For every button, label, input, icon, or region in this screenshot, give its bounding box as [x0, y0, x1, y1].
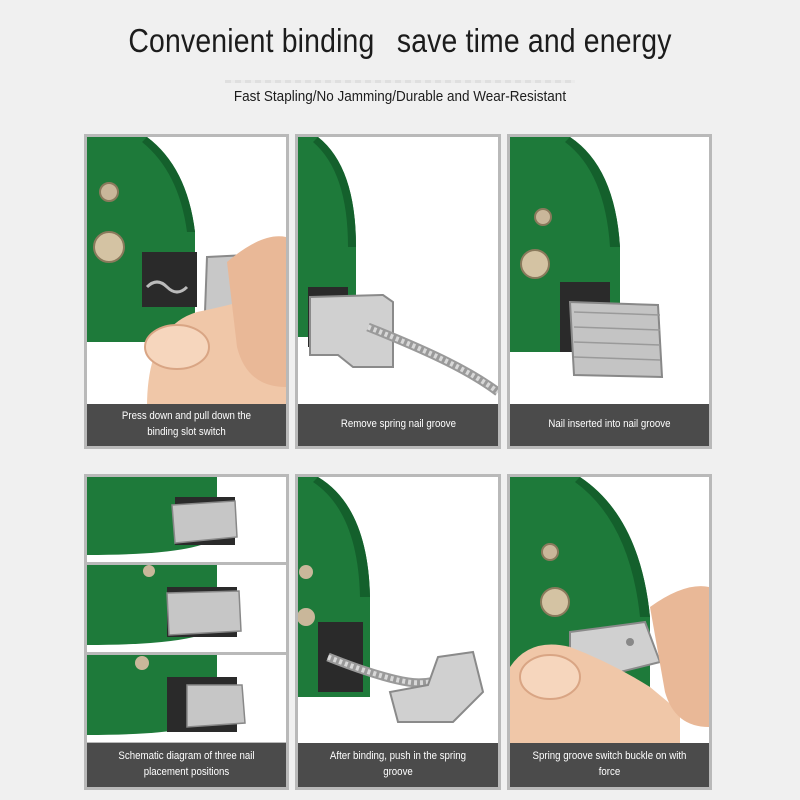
caption-text: Press down and pull down the binding slo… [121, 410, 252, 438]
panel-caption: Schematic diagram of three nail placemen… [87, 743, 286, 787]
caption-text: After binding, push in the spring groove [329, 750, 467, 778]
panel-pull-switch: Press down and pull down the binding slo… [84, 134, 289, 449]
stapler-photo-buckle-switch [510, 477, 709, 747]
page-title: Convenient binding save time and energy [56, 22, 744, 60]
panel-caption: Press down and pull down the binding slo… [87, 404, 286, 446]
nail-position-1 [87, 477, 286, 565]
caption-text: Spring groove switch buckle on with forc… [532, 750, 687, 778]
stapler-photo-remove-groove [298, 137, 498, 396]
panel-caption: Remove spring nail groove [298, 404, 498, 446]
panel-caption: Spring groove switch buckle on with forc… [510, 743, 709, 787]
caption-text: Nail inserted into nail groove [548, 418, 671, 431]
caption-text: Schematic diagram of three nail placemen… [118, 750, 255, 778]
stapler-photo-push-groove [298, 477, 485, 723]
panel-buckle-switch: Spring groove switch buckle on with forc… [507, 474, 712, 790]
nail-position-2 [87, 565, 286, 655]
caption-text: Remove spring nail groove [340, 418, 456, 431]
nail-position-3 [87, 655, 286, 745]
stapler-photo-pull-switch [87, 137, 286, 407]
panel-three-positions: Schematic diagram of three nail placemen… [84, 474, 289, 790]
title-right: save time and energy [396, 22, 672, 59]
decorative-divider [225, 80, 575, 83]
panel-remove-groove: Remove spring nail groove [295, 134, 501, 449]
panel-caption: After binding, push in the spring groove [298, 743, 498, 787]
panel-push-groove: After binding, push in the spring groove [295, 474, 501, 790]
stapler-photo-insert-nails [510, 137, 664, 379]
panel-caption: Nail inserted into nail groove [510, 404, 709, 446]
panel-insert-nails: Nail inserted into nail groove [507, 134, 712, 449]
title-left: Convenient binding [128, 22, 375, 59]
page-subtitle: Fast Stapling/No Jamming/Durable and Wea… [233, 88, 567, 105]
